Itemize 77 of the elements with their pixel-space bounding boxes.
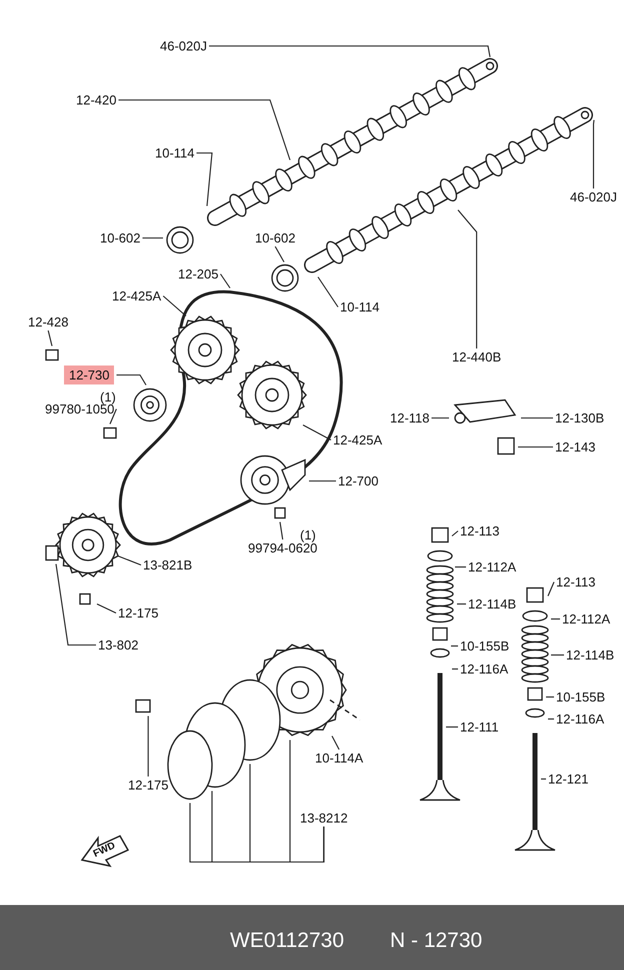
leader-line <box>142 237 163 239</box>
leader-line <box>521 417 553 419</box>
leader-line <box>548 718 554 720</box>
part-number: 13-821B <box>143 558 192 572</box>
part-number: 10-155B <box>460 638 510 654</box>
leader-line <box>118 555 142 566</box>
leader-line <box>110 408 117 424</box>
leader-line <box>318 276 338 308</box>
leader-line <box>274 246 284 262</box>
leader-line <box>279 522 284 540</box>
part-number-label: WE0112730 <box>230 928 344 954</box>
leader-line <box>220 274 230 288</box>
part-number: 12-700 <box>338 474 378 488</box>
leader-line <box>309 480 336 482</box>
leader-line <box>518 446 553 448</box>
part-number: 12-175 <box>128 778 168 792</box>
part-number: 10-114 <box>155 146 195 160</box>
leader-line <box>332 736 340 750</box>
part-number: 12-425A <box>112 288 162 304</box>
part-number: 12-205 <box>178 266 218 282</box>
leader-line <box>148 716 149 776</box>
part-number: 12-118 <box>390 410 430 426</box>
part-number: 12-113 <box>460 524 500 538</box>
part-number: 46-020J <box>570 190 617 204</box>
part-number: 12-114B <box>468 596 516 612</box>
part-number: 12-121 <box>548 772 588 786</box>
leader-line <box>548 582 554 596</box>
leader-line <box>96 604 116 614</box>
part-number: 10-114A <box>315 750 364 766</box>
leader-line <box>116 374 146 386</box>
part-number: 12-730 <box>64 366 114 384</box>
leader-line <box>458 210 478 348</box>
quantity-note: (1) <box>300 528 316 542</box>
part-number: 10-155B <box>556 690 606 704</box>
leader-line <box>541 778 546 780</box>
part-number: 13-8212 <box>300 810 348 826</box>
part-number: 12-112A <box>562 612 610 626</box>
part-number: 12-112A <box>468 560 516 574</box>
leader-line <box>289 740 324 863</box>
leader-line <box>196 152 213 206</box>
part-number: 12-425A <box>333 432 382 448</box>
leader-line <box>209 45 491 58</box>
part-number: 12-111 <box>460 720 499 734</box>
part-number: 12-420 <box>76 92 116 108</box>
part-number: 12-114B <box>566 648 614 662</box>
leader-line <box>446 726 458 728</box>
part-number: 46-020J <box>160 38 207 54</box>
leader-line <box>302 424 332 440</box>
part-number: 10-602 <box>100 230 140 246</box>
part-number: 12-116A <box>460 662 508 676</box>
leader-line <box>452 530 458 536</box>
leader-line <box>432 417 449 419</box>
part-number: 12-175 <box>118 606 158 620</box>
leader-line <box>457 603 466 605</box>
direction-label: FWD <box>90 839 118 862</box>
leader-line <box>592 120 595 188</box>
part-number: 12-440B <box>452 350 502 364</box>
leader-line <box>48 330 53 346</box>
part-number: 12-143 <box>555 440 596 454</box>
leader-line <box>451 645 458 647</box>
part-number: 13-802 <box>98 638 138 652</box>
leader-line <box>55 564 96 646</box>
leader-line <box>546 696 554 698</box>
leader-line <box>162 296 186 316</box>
part-number: 12-130B <box>555 410 604 426</box>
part-number: 12-428 <box>28 314 68 330</box>
part-number-label: N - 12730 <box>390 928 482 954</box>
quantity-note: (1) <box>100 390 116 404</box>
leader-line <box>118 99 291 160</box>
leader-line <box>551 618 560 620</box>
leader-line <box>551 654 564 656</box>
part-number: 12-113 <box>556 574 596 590</box>
part-number: 10-114 <box>340 300 380 314</box>
part-number: 10-602 <box>255 230 296 246</box>
leader-line <box>455 566 466 568</box>
leader-line <box>452 668 458 670</box>
part-number: 12-116A <box>556 712 604 726</box>
